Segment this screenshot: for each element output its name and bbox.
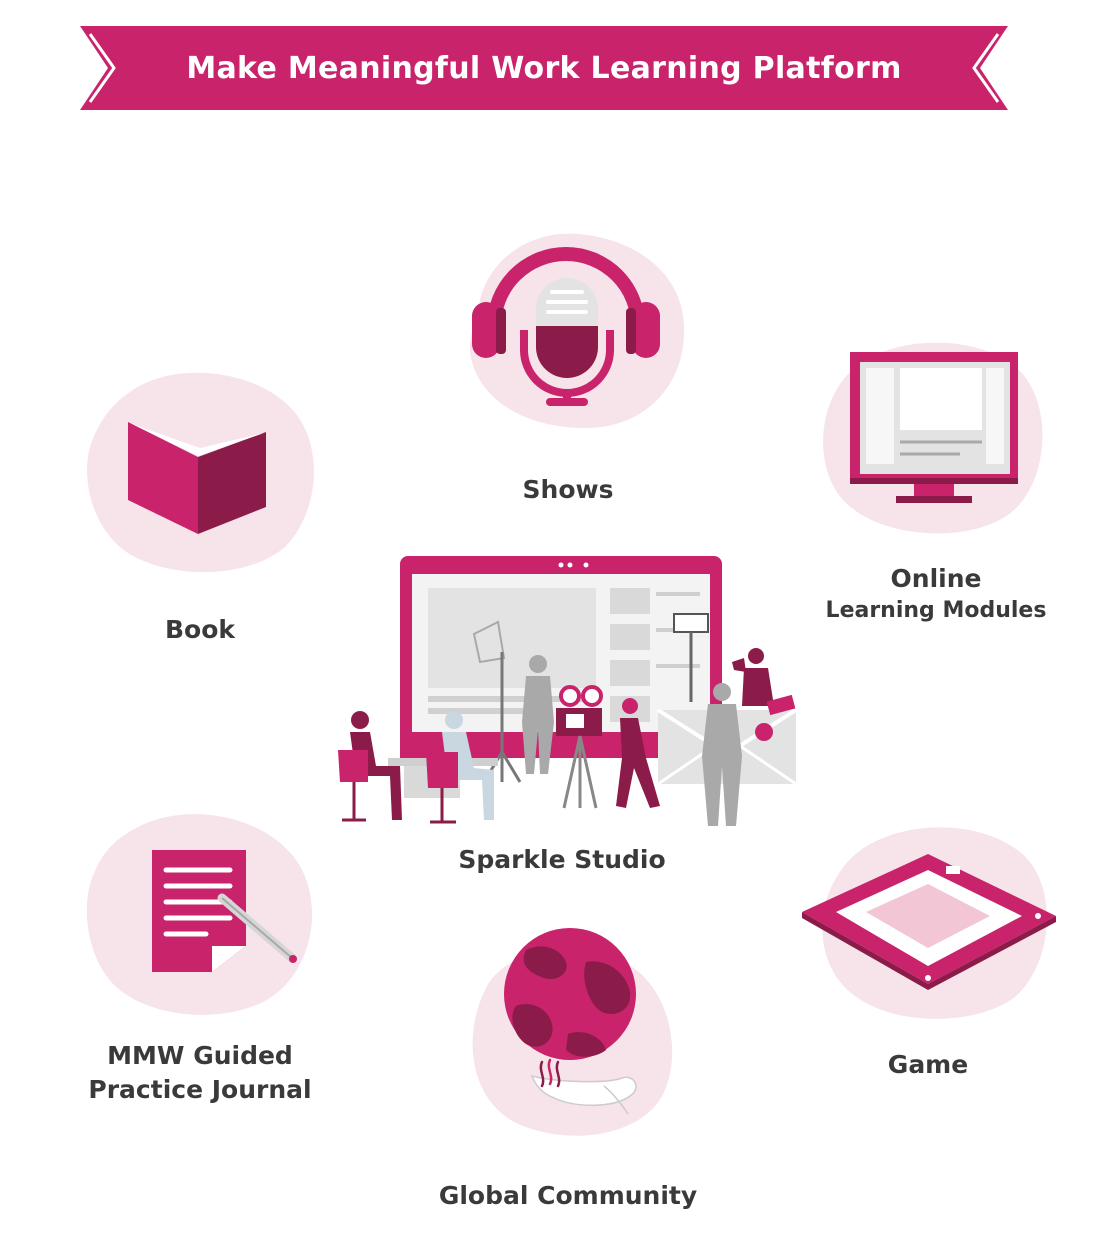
book-label: Book — [164, 615, 236, 644]
studio-label: Sparkle Studio — [458, 845, 666, 874]
computer-monitor-icon[interactable] — [810, 332, 1050, 538]
title-banner — [80, 26, 1008, 110]
banner-title: Make Meaningful Work Learning Platform — [186, 50, 902, 86]
journal-pencil-icon[interactable] — [80, 806, 320, 1022]
online-label-line2: Learning Modules — [825, 598, 1047, 623]
globe-in-hand-icon[interactable] — [456, 918, 682, 1142]
online-label-line1: Online — [890, 564, 982, 593]
game-label: Game — [887, 1050, 969, 1079]
board-game-icon[interactable] — [800, 812, 1058, 1024]
podcast-headphones-microphone-icon[interactable] — [448, 222, 688, 436]
journal-label-line1: MMW Guided — [107, 1041, 293, 1070]
open-book-icon[interactable] — [80, 362, 320, 580]
video-studio-scene-icon[interactable] — [334, 552, 806, 834]
journal-label-line2: Practice Journal — [88, 1075, 312, 1104]
community-label: Global Community — [438, 1181, 698, 1210]
shows-label: Shows — [522, 475, 614, 504]
